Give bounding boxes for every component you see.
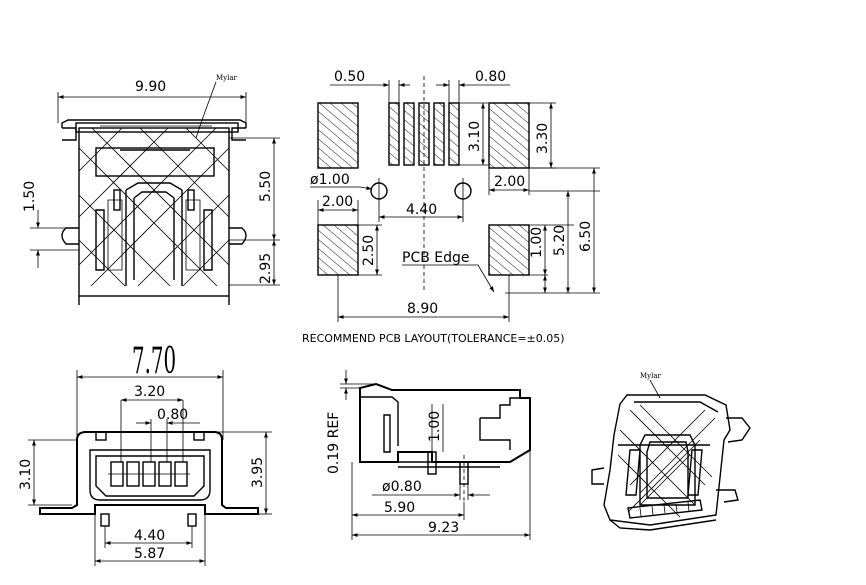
mount-pad-width-left-label: 2.00 (322, 194, 353, 210)
front-bottom-width-label: 5.87 (134, 546, 165, 562)
front-peg-spacing-label: 4.40 (134, 528, 165, 544)
front-dim-080-label: 0.80 (157, 407, 188, 423)
pitch-label: 0.50 (334, 69, 365, 85)
mount-pad-top-left (317, 102, 359, 169)
front-view: 7.70 3.20 0.80 (18, 340, 272, 566)
side-ref-label: 0.19 REF (326, 412, 342, 474)
mount-pad-top-right (488, 102, 530, 169)
hole-dia-label: ø1.00 (310, 172, 350, 188)
top-view: 9.90 Mylar 1.50 5.50 2.95 (22, 74, 280, 305)
mount-pad-bottom-left (317, 224, 359, 276)
top-mylar-label: Mylar (216, 74, 238, 82)
side-dim-923-label: 9.23 (428, 520, 459, 536)
lower-pad-length-label: 2.50 (361, 235, 377, 266)
top-left-dim-label: 1.50 (22, 181, 38, 212)
dim-520-label: 5.20 (552, 225, 568, 256)
pcb-layout: 0.50 0.80 3.10 3.30 ø1.00 2.00 2.00 4 (302, 69, 600, 345)
front-width-handwritten: 7.70 (132, 340, 176, 382)
signal-pad-4 (433, 102, 445, 166)
side-dim-100-label: 1.00 (427, 411, 443, 442)
edge-dim-label: 1.00 (529, 227, 545, 258)
mount-pad-width-right-label: 2.00 (494, 174, 525, 190)
front-height-left-label: 3.10 (18, 459, 34, 490)
signal-pad-2 (403, 102, 415, 166)
overall-width-label: 8.90 (407, 301, 438, 317)
iso-mylar-label: Mylar (640, 372, 662, 380)
pcb-edge-label: PCB Edge (402, 250, 470, 266)
hole-spacing-label: 4.40 (406, 202, 437, 218)
dim-650-label: 6.50 (578, 221, 594, 252)
signal-pad-length-label: 3.10 (467, 121, 483, 152)
side-dim-590-label: 5.90 (384, 500, 415, 516)
mount-pad-length-label: 3.30 (535, 123, 551, 154)
front-pins (108, 461, 190, 487)
front-height-right-label: 3.95 (250, 457, 266, 488)
signal-pad-1 (388, 102, 400, 166)
top-view-body (61, 119, 247, 305)
side-view: 0.19 REF 1.00 ø0.80 5.90 9.23 (326, 370, 531, 540)
top-right-dim-lower-label: 2.95 (258, 253, 274, 284)
front-dim-320-label: 3.20 (134, 384, 165, 400)
pad-width-label: 0.80 (475, 69, 506, 85)
top-width-label: 9.90 (135, 79, 166, 95)
iso-view: Mylar (591, 372, 751, 531)
top-right-dim-upper-label: 5.50 (258, 171, 274, 202)
pcb-layout-caption: RECOMMEND PCB LAYOUT(TOLERANCE=±0.05) (302, 332, 565, 345)
mount-pad-bottom-right (488, 224, 530, 276)
side-peg-dia-label: ø0.80 (382, 479, 422, 495)
signal-pad-5 (448, 102, 460, 166)
